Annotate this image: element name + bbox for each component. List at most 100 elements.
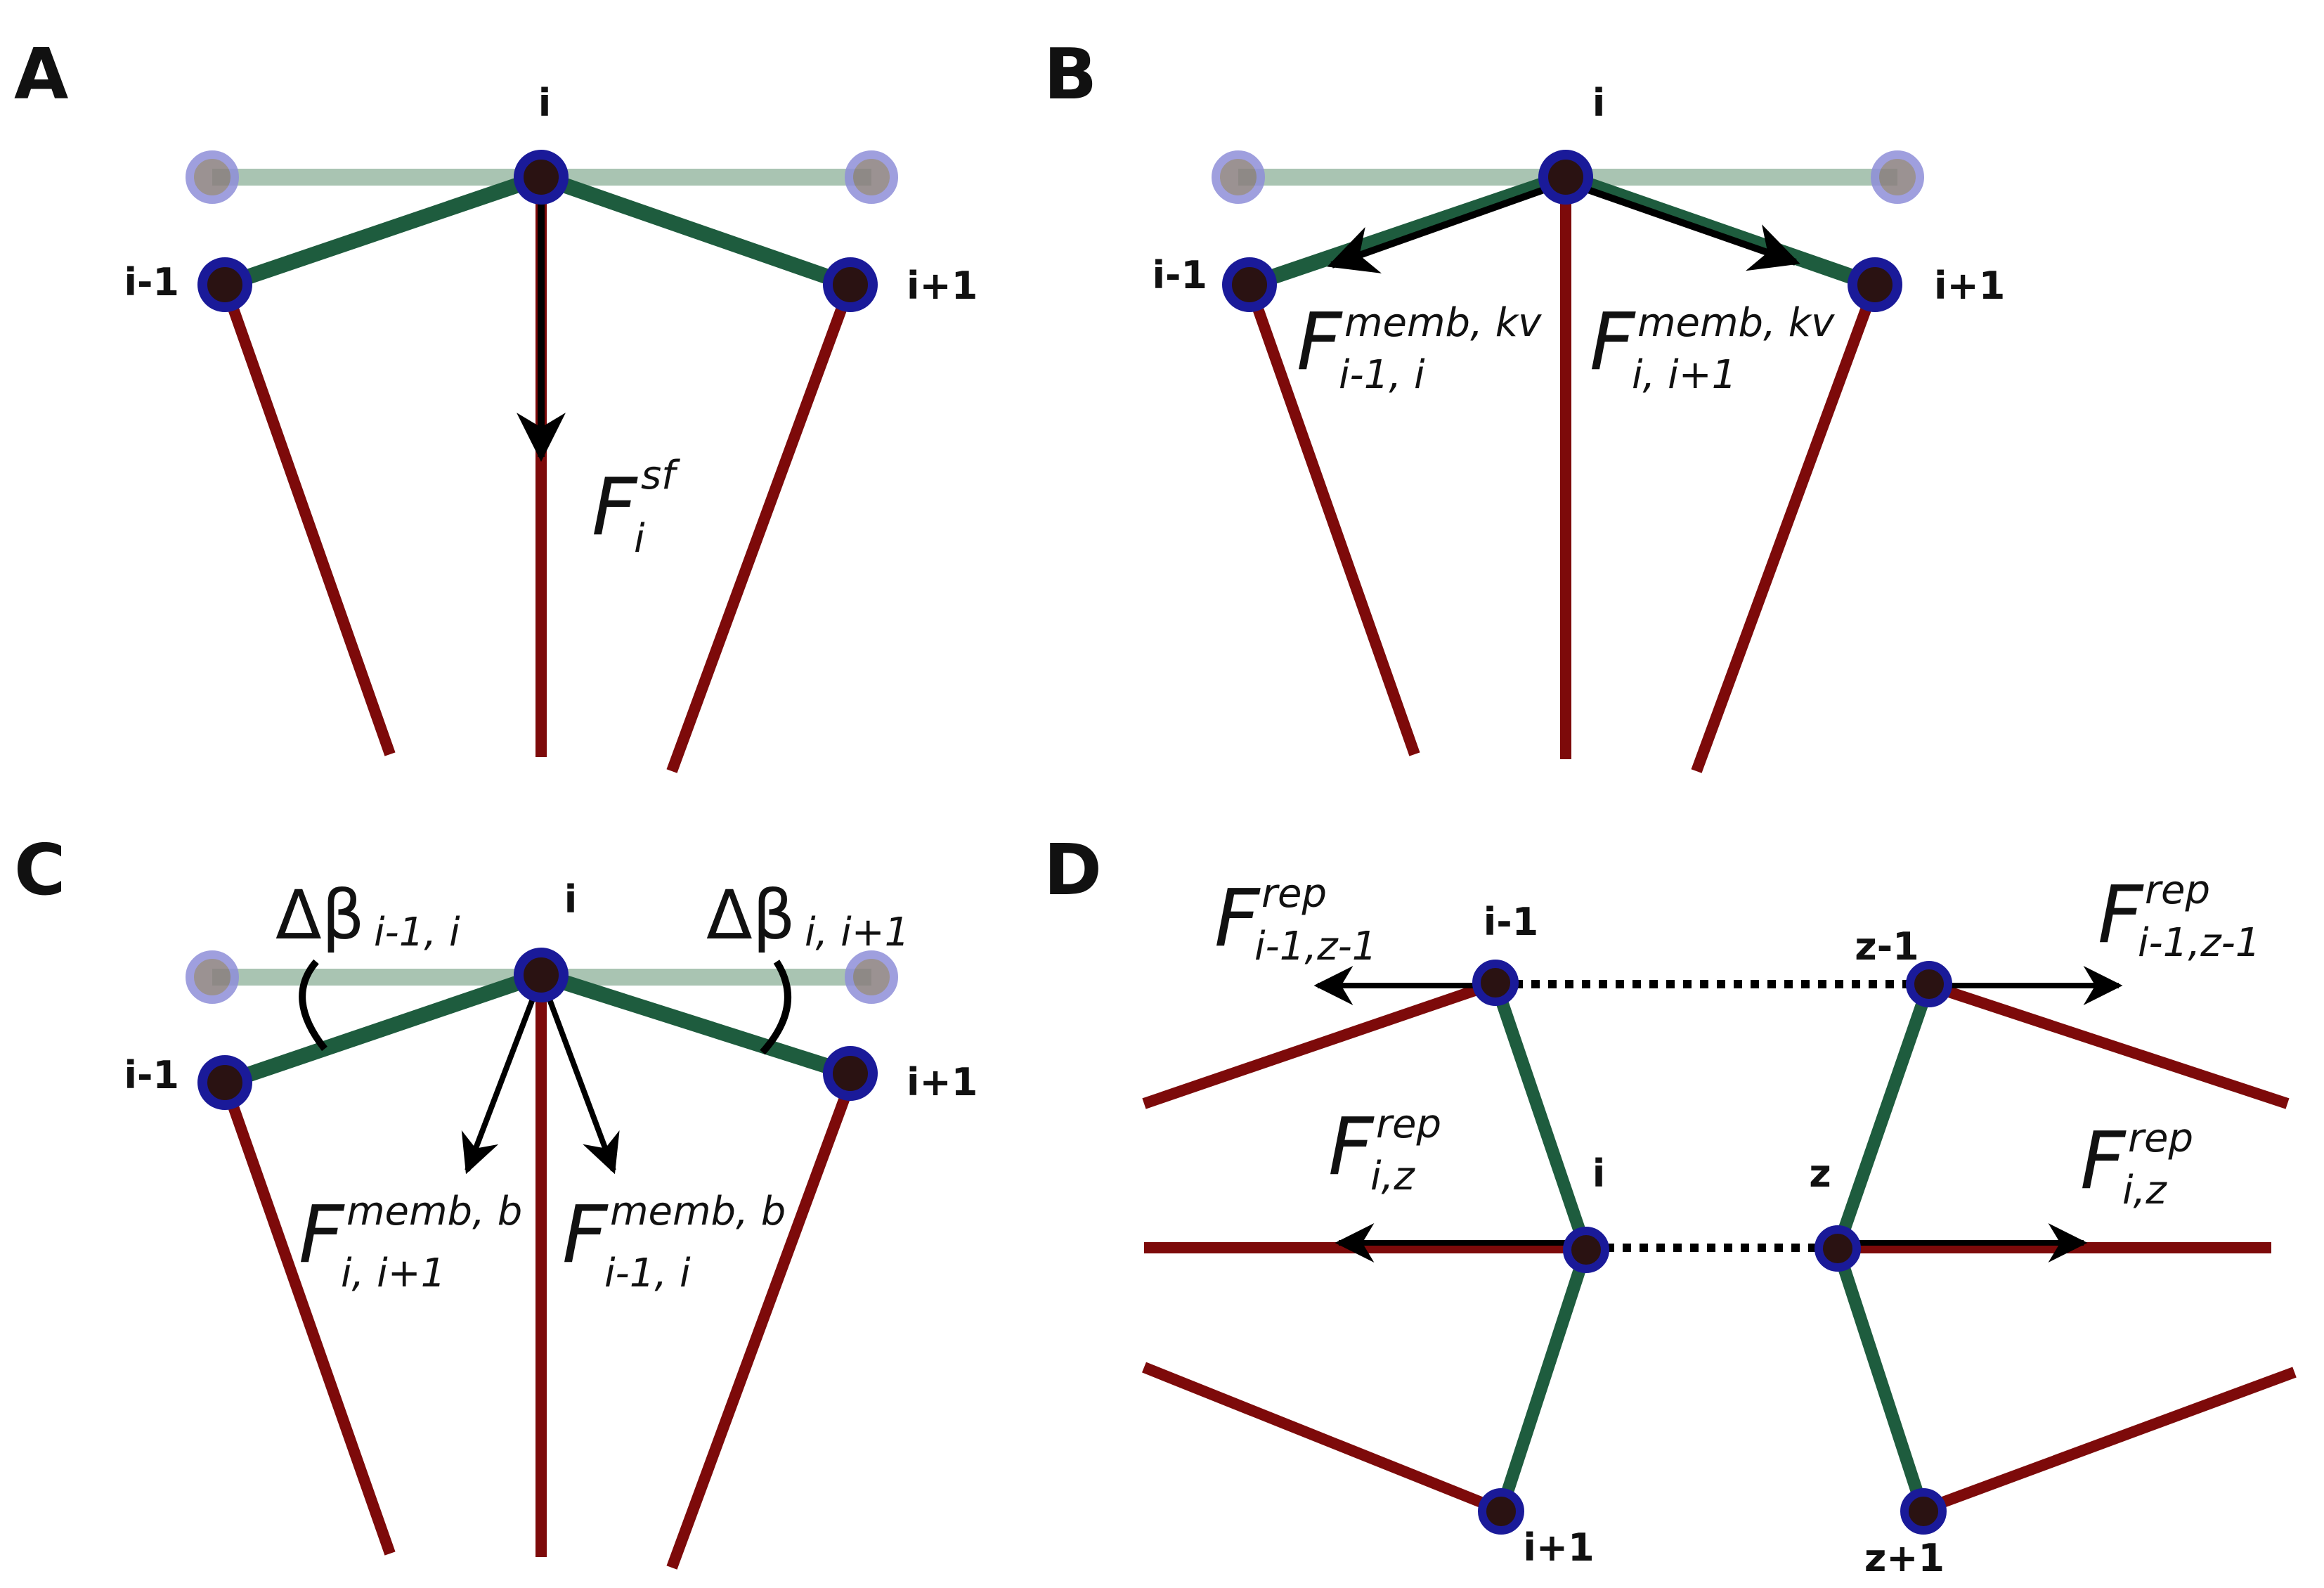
force-label-sf: F sf i: [592, 453, 680, 562]
membrane-segment-left: [222, 169, 544, 292]
membrane-segment-right: [1563, 169, 1878, 292]
force-label-rep-mid-right: F rep i,z: [2080, 1116, 2193, 1213]
rest-node-right: [845, 150, 898, 204]
panel-c: C i i-1 i+1 Δβ i-1, i Δβ i, i+1 F memb: [14, 829, 978, 1570]
membrane-right-lower: [1831, 1246, 1930, 1513]
force-kv-left-arrow: [1327, 179, 1565, 273]
node-i: [1563, 1227, 1609, 1273]
node-i-plus-1: [823, 257, 878, 312]
membrane-segment-right: [538, 169, 853, 292]
angle-arc-left: [299, 959, 327, 1052]
force-subscript: i-1, i: [604, 1251, 691, 1296]
force-symbol: F: [1328, 1102, 1375, 1193]
label-node-i-plus-1: i+1: [907, 264, 978, 308]
node-i-plus-1: [1478, 1488, 1524, 1535]
rest-node-left: [186, 950, 239, 1004]
force-bending-right-arrow: [540, 979, 620, 1175]
force-kv-right-arrow: [1566, 179, 1800, 271]
force-label-rep-mid-left: F rep i,z: [1328, 1102, 1441, 1199]
node-i: [514, 948, 569, 1002]
label-node-i-plus-1: i+1: [907, 1060, 978, 1104]
force-subscript: i: [634, 516, 645, 562]
filament-left: [1244, 283, 1420, 756]
force-subscript: i-1, i: [1339, 352, 1425, 398]
node-z-minus-1: [1906, 961, 1952, 1007]
force-symbol: F: [592, 462, 638, 553]
panel-d: D i-1 i i+1 z-1 z z+1: [1044, 829, 2297, 1580]
force-superscript: rep: [2145, 867, 2210, 913]
force-label-kv-right: F memb, kv i, i+1: [1590, 297, 1835, 398]
force-superscript: memb, kv: [1344, 300, 1542, 346]
force-symbol: F: [2080, 1116, 2127, 1207]
membrane-left-upper: [1489, 981, 1592, 1252]
filament-left: [219, 1080, 396, 1556]
force-subscript: i-1,z-1: [1254, 924, 1377, 969]
label-node-z: z: [1809, 1151, 1831, 1196]
force-symbol: F: [1590, 297, 1636, 388]
node-i-minus-1: [1472, 960, 1519, 1006]
delta-beta-subscript: i-1, i: [374, 910, 460, 955]
force-symbol: F: [1297, 297, 1343, 388]
panel-a-letter: A: [14, 33, 68, 115]
angle-arc-right: [760, 960, 791, 1055]
force-bending-left-arrow: [461, 979, 543, 1175]
membrane-right-upper: [1831, 982, 1935, 1251]
force-symbol: F: [299, 1189, 345, 1281]
membrane-segment-left: [222, 967, 544, 1090]
force-superscript: sf: [641, 453, 680, 498]
node-i-plus-1: [823, 1046, 878, 1101]
force-subscript: i,z: [2122, 1168, 2167, 1213]
delta-beta-subscript: i, i+1: [805, 910, 909, 955]
node-i: [1538, 150, 1593, 205]
membrane-segment-left: [1247, 169, 1569, 292]
delta-beta-symbol: Δβ: [706, 876, 796, 955]
panel-a: A i i-1 i+1 F sf i: [14, 33, 978, 773]
angle-label-right: Δβ i, i+1: [706, 876, 909, 955]
membrane-segment-right: [538, 967, 853, 1081]
panel-d-letter: D: [1044, 829, 1102, 911]
panel-b: B i i-1 i+1 F memb, kv i-1, i F memb, kv…: [1044, 33, 2005, 773]
rest-node-left: [1212, 150, 1265, 204]
force-symbol: F: [1214, 873, 1261, 964]
label-node-i: i: [1592, 81, 1606, 125]
node-z-plus-1: [1900, 1488, 1947, 1535]
force-symbol: F: [562, 1189, 609, 1281]
node-i-minus-1: [1222, 257, 1277, 312]
force-symbol: F: [2098, 870, 2144, 961]
label-node-i: i: [538, 81, 552, 125]
rest-node-right: [845, 950, 898, 1004]
node-i: [514, 150, 569, 205]
label-node-i: i: [564, 877, 578, 922]
rest-node-right: [1871, 150, 1924, 204]
force-label-bending-left: F memb, b i, i+1: [299, 1189, 522, 1296]
label-node-i-plus-1: i+1: [1934, 264, 2005, 308]
filament-z-minus-1: [1923, 979, 2290, 1109]
force-label-bending-right: F memb, b i-1, i: [562, 1189, 786, 1296]
force-superscript: rep: [2128, 1116, 2193, 1161]
filament-z-plus-1: [1920, 1367, 2297, 1516]
force-subscript: i,z: [1370, 1154, 1415, 1199]
label-node-i: i: [1592, 1151, 1606, 1196]
panel-c-letter: C: [14, 829, 65, 911]
force-subscript: i, i+1: [341, 1251, 446, 1296]
force-superscript: memb, b: [346, 1189, 522, 1234]
force-superscript: memb, kv: [1637, 300, 1835, 346]
label-node-i-minus-1: i-1: [1153, 253, 1208, 297]
label-node-z-minus-1: z-1: [1855, 924, 1919, 969]
label-node-i-plus-1: i+1: [1523, 1525, 1594, 1570]
force-superscript: rep: [1376, 1102, 1441, 1147]
force-subscript: i, i+1: [1632, 352, 1736, 398]
node-i-minus-1: [197, 257, 252, 312]
node-i-plus-1: [1848, 257, 1902, 312]
label-node-i-minus-1: i-1: [1484, 900, 1539, 944]
filament-right: [666, 283, 856, 773]
force-subscript: i-1,z-1: [2138, 920, 2260, 966]
force-label-rep-top-right: F rep i-1,z-1: [2098, 867, 2260, 966]
label-node-i-minus-1: i-1: [124, 260, 180, 304]
force-superscript: rep: [1261, 871, 1327, 917]
filament-right: [1691, 283, 1881, 773]
filament-i-minus-1: [1142, 979, 1495, 1109]
rest-node-left: [186, 150, 239, 204]
delta-beta-symbol: Δβ: [275, 876, 365, 955]
